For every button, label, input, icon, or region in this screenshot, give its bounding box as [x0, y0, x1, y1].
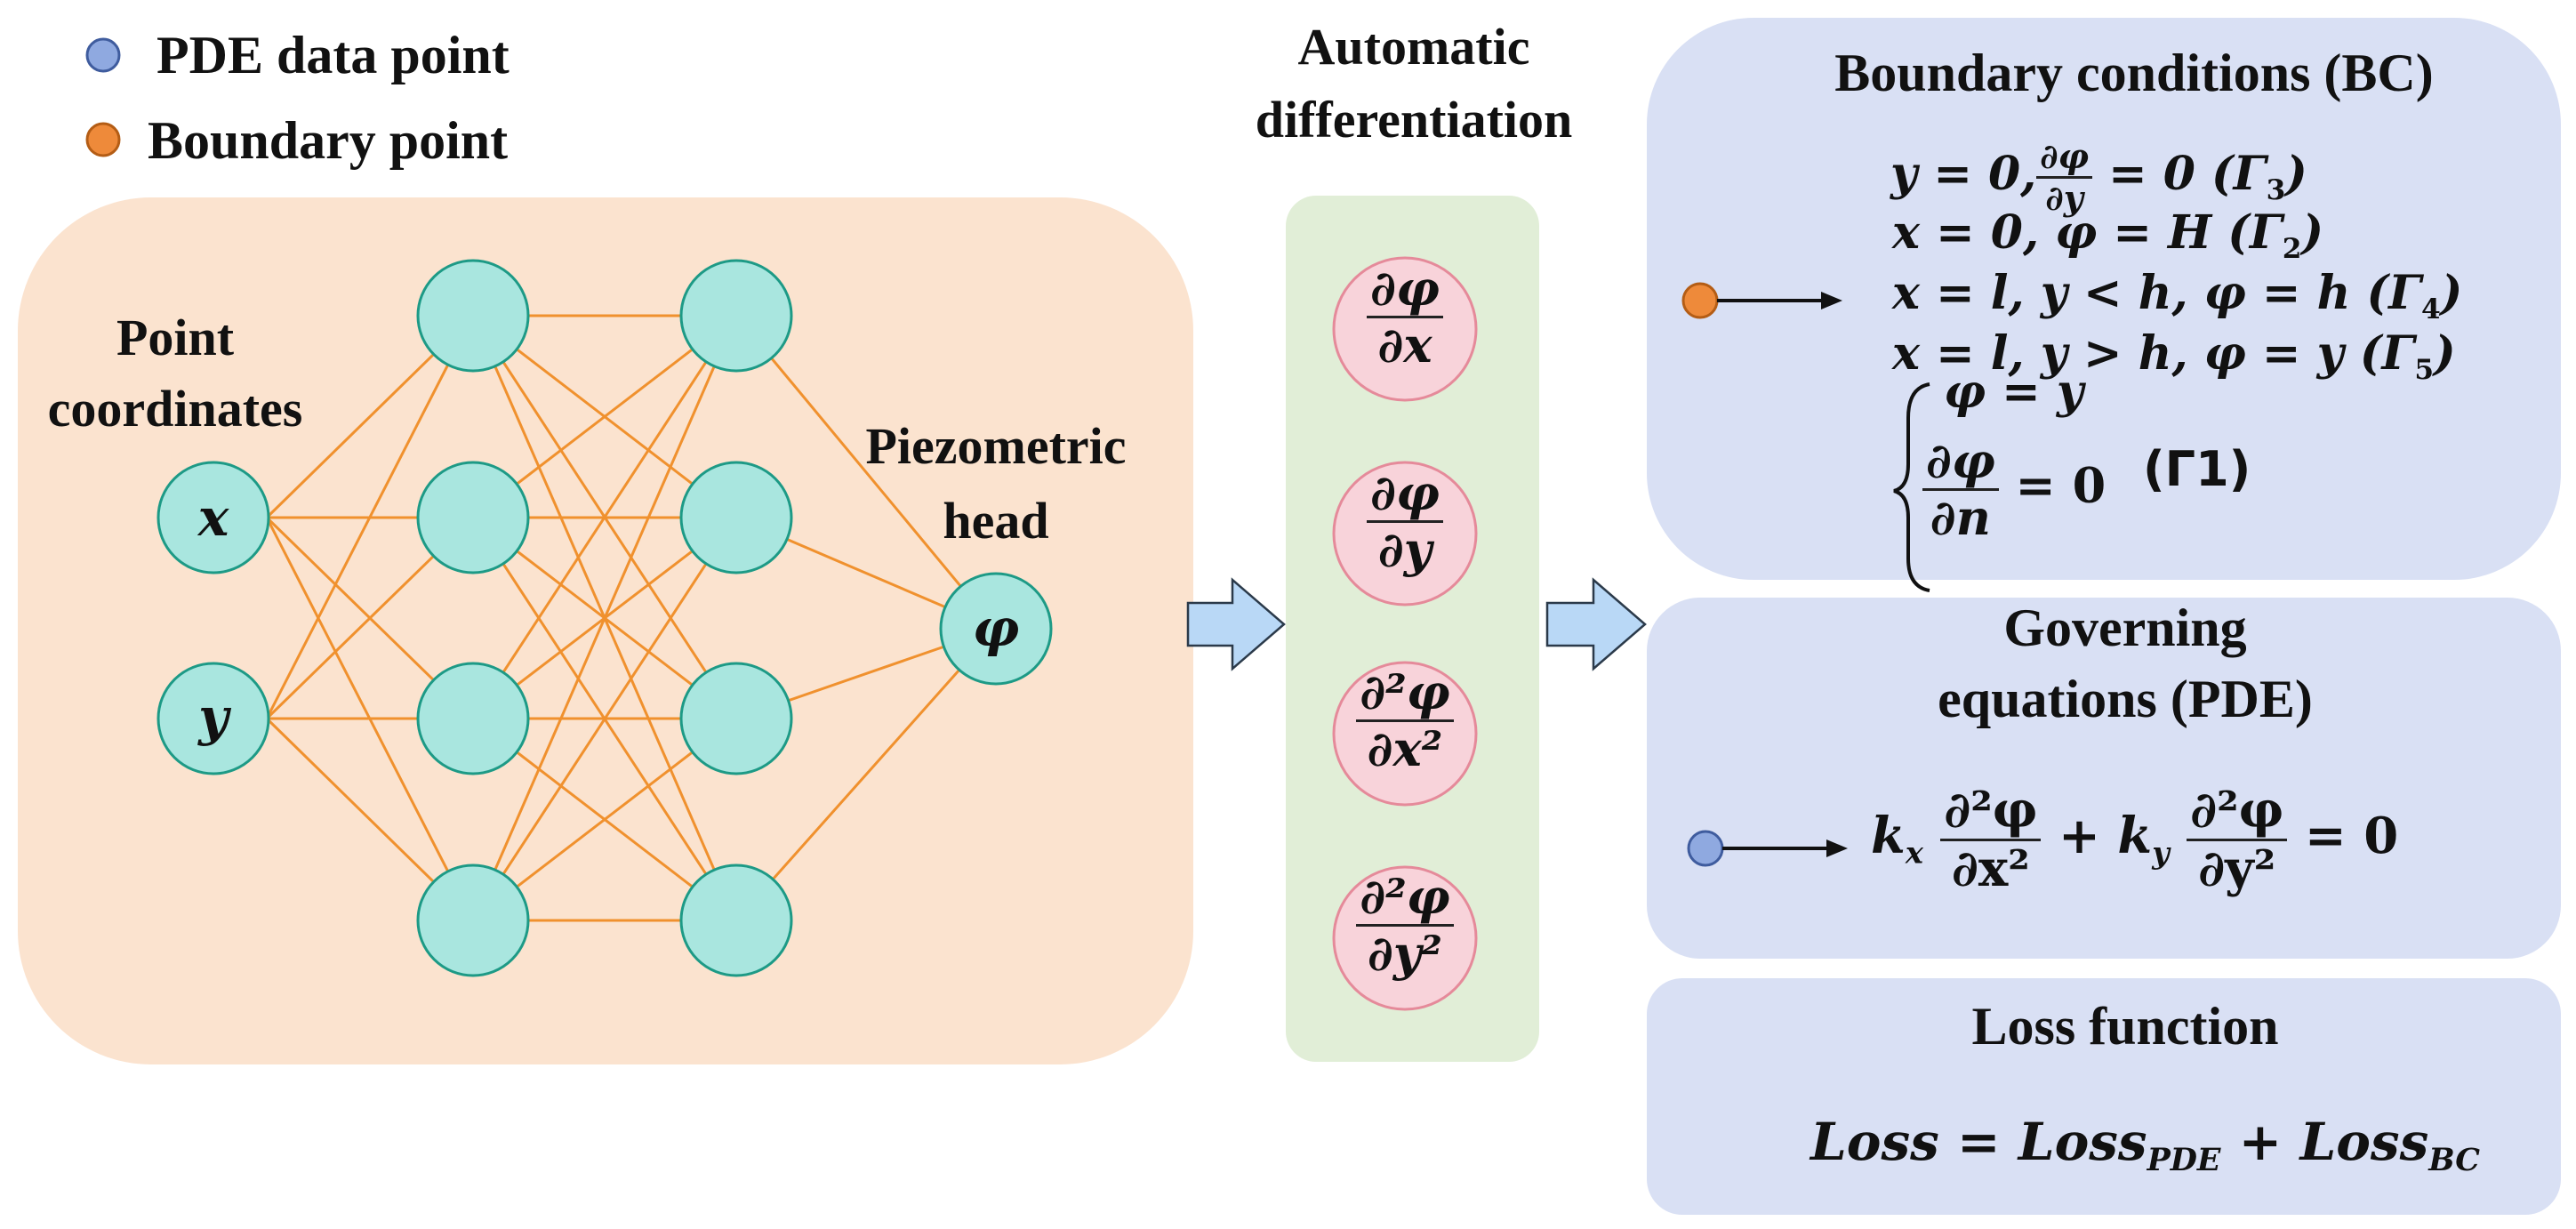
- bc-line-2: x = 0, φ = H (Γ2): [1892, 205, 2324, 265]
- derivative-node-4: [1332, 865, 1478, 1011]
- hidden2-node-1: [679, 259, 793, 373]
- hidden1-node-4: [416, 864, 530, 977]
- autodiff-title: Automatic differentiation: [1255, 18, 1573, 149]
- bc-line-3: x = l, y < h, φ = h (Γ4): [1892, 266, 2463, 325]
- flow-arrow-1: [1186, 577, 1286, 671]
- network-panel: [18, 197, 1193, 1064]
- hidden1-node-1: [416, 259, 530, 373]
- loss-equation: Loss = LossPDE + LossBC: [1810, 1112, 2481, 1179]
- derivative-4: ∂²φ∂y²: [1334, 872, 1476, 978]
- output-phi-symbol: φ: [972, 598, 1020, 658]
- hidden2-node-2: [679, 461, 793, 574]
- derivative-node-1: [1332, 256, 1478, 402]
- hidden2-node-3: [679, 662, 793, 775]
- hidden1-node-3: [416, 662, 530, 775]
- output-node-phi: [939, 572, 1053, 686]
- derivative-node-3: [1332, 661, 1478, 807]
- boundary-arrow-head: [1821, 292, 1842, 309]
- bc-case-2: ∂φ∂n = 0: [1922, 436, 2106, 542]
- derivative-3: ∂²φ∂x²: [1334, 667, 1476, 774]
- input-label: Point coordinates: [47, 309, 303, 438]
- autodiff-panel: [1286, 196, 1539, 1062]
- boundary-point-legend-dot: [85, 122, 121, 157]
- pde-equation: kx ∂²φ∂x² + ky ∂²φ∂y² = 0: [1871, 781, 2399, 898]
- output-label: Piezometric head: [865, 417, 1127, 550]
- bc-case-1: φ = y: [1944, 365, 2084, 419]
- input-y-symbol: y: [198, 687, 229, 747]
- bc-line-4: x = l, y > h, φ = y (Γ5): [1892, 326, 2456, 386]
- input-node-y: [156, 662, 270, 775]
- pde-point-legend-dot: [85, 37, 121, 73]
- pde-title-line-1: Governing: [2003, 598, 2247, 657]
- pde-arrow-head: [1826, 839, 1848, 857]
- pde-point-legend-label: PDE data point: [156, 26, 510, 84]
- bc-title: Boundary conditions (BC): [1834, 44, 2434, 102]
- pde-title-line-2: equations (PDE): [1938, 670, 2313, 728]
- pde-panel: [1647, 598, 2561, 959]
- case-brace: [1893, 382, 1930, 592]
- boundary-point-legend-label: Boundary point: [148, 111, 509, 170]
- loss-title: Loss function: [1971, 997, 2279, 1056]
- derivative-1: ∂φ∂x: [1334, 263, 1476, 370]
- bc-case-label: (Γ1): [2143, 441, 2251, 497]
- flow-arrow-2: [1545, 577, 1647, 671]
- loss-panel: [1647, 978, 2561, 1215]
- hidden1-node-2: [416, 461, 530, 574]
- network-edges: [265, 314, 998, 922]
- boundary-point-dot: [1681, 282, 1719, 319]
- derivative-node-2: [1332, 461, 1478, 606]
- bc-line-1: y = 0,∂φ∂y = 0 (Γ3): [1890, 136, 2307, 218]
- hidden2-node-4: [679, 864, 793, 977]
- input-x-symbol: x: [197, 487, 229, 548]
- input-node-x: [156, 461, 270, 574]
- pde-point-dot: [1687, 830, 1724, 867]
- bc-panel: [1647, 18, 2561, 580]
- derivative-2: ∂φ∂y: [1334, 468, 1476, 574]
